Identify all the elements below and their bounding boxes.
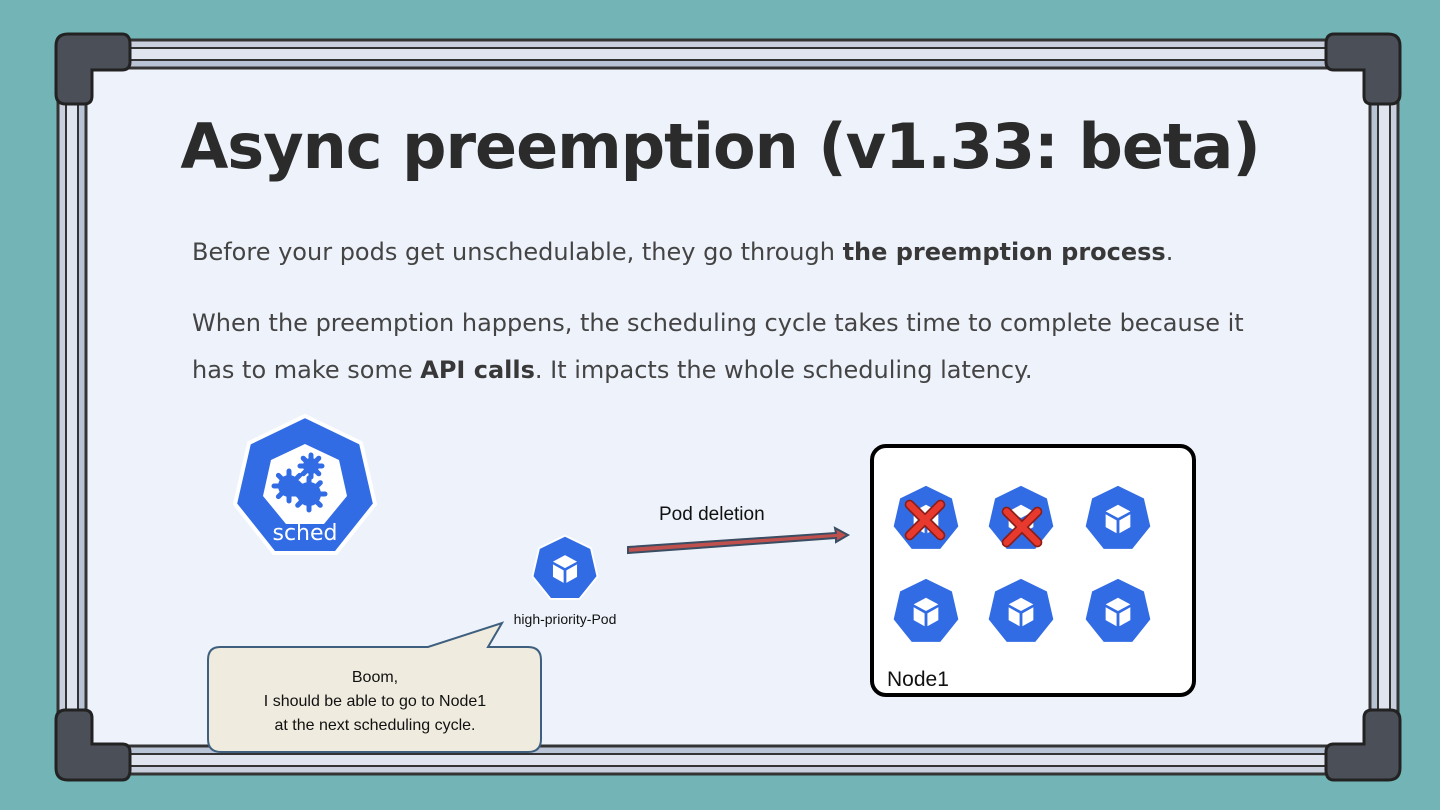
paragraph-1: Before your pods get unschedulable, they… xyxy=(192,238,1174,266)
slide-title: Async preemption (v1.33: beta) xyxy=(180,110,1260,183)
bubble-line-3: at the next scheduling cycle. xyxy=(274,717,476,734)
frame-corner-top-left xyxy=(54,32,132,106)
pod-deletion-label: Pod deletion xyxy=(659,504,765,525)
bubble-line-2: I should be able to go to Node1 xyxy=(263,693,487,710)
frame-corner-top-right xyxy=(1324,32,1402,106)
bubble-line-1: Boom, xyxy=(351,669,399,686)
speech-bubble xyxy=(207,621,542,753)
high-priority-pod-label: high-priority-Pod xyxy=(513,611,617,627)
paragraph-2: When the preemption happens, the schedul… xyxy=(192,309,1244,384)
node-label: Node1 xyxy=(887,668,949,691)
frame-corner-bottom-left xyxy=(54,708,132,782)
scheduler-label: sched xyxy=(272,521,337,546)
speech-bubble-text: Boom, I should be able to go to Node1 at… xyxy=(212,666,538,738)
kubernetes-scheduler-icon: sched xyxy=(232,413,378,555)
pod-deletion-arrow xyxy=(627,526,851,555)
node-box xyxy=(870,444,1196,697)
frame-corner-bottom-right xyxy=(1324,708,1402,782)
